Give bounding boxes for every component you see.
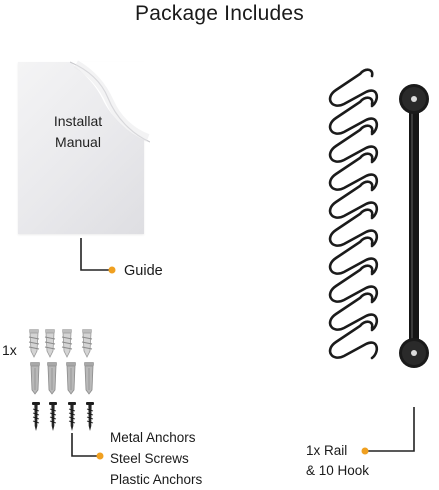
steel-screws-label: Steel Screws: [110, 451, 189, 466]
rail-callout-dot: [361, 447, 369, 455]
s-hook-icon: [328, 320, 379, 360]
s-hook-icon: [328, 124, 379, 164]
s-hook-icon: [328, 236, 379, 276]
manual-title-line2: Manual: [55, 134, 101, 150]
manual-title-line1: Installat: [53, 113, 103, 129]
rail-icon: [399, 84, 429, 368]
rail-label-line2: & 10 Hook: [306, 463, 370, 478]
rail-label-line1: 1x Rail: [306, 443, 348, 458]
document-curl-icon: [70, 60, 150, 143]
s-hook-icon: [328, 152, 379, 192]
s-hook-icon: [328, 68, 379, 108]
plastic-anchors-label: Plastic Anchors: [110, 472, 203, 487]
s-hook-icon: [328, 264, 379, 304]
s-hook-icon: [328, 180, 379, 220]
quantity-label: 1x: [2, 342, 17, 358]
parts-callout-dot: [96, 452, 104, 460]
parts-list: Metal Anchors Steel Screws Plastic Ancho…: [110, 427, 202, 490]
s-hook-icon: [328, 96, 379, 136]
guide-callout-dot: [108, 266, 116, 274]
s-hook-icon: [328, 292, 379, 332]
guide-label: Guide: [124, 263, 163, 279]
rail-bottom-mount: [399, 338, 429, 368]
manual-cover-text: Installat Manual: [23, 111, 133, 153]
rail-top-mount: [399, 84, 429, 114]
s-hook-icon: [328, 208, 379, 248]
rail-label: 1x Rail & 10 Hook: [306, 441, 369, 481]
page-title: Package Includes: [135, 2, 304, 25]
metal-anchors-label: Metal Anchors: [110, 430, 196, 445]
